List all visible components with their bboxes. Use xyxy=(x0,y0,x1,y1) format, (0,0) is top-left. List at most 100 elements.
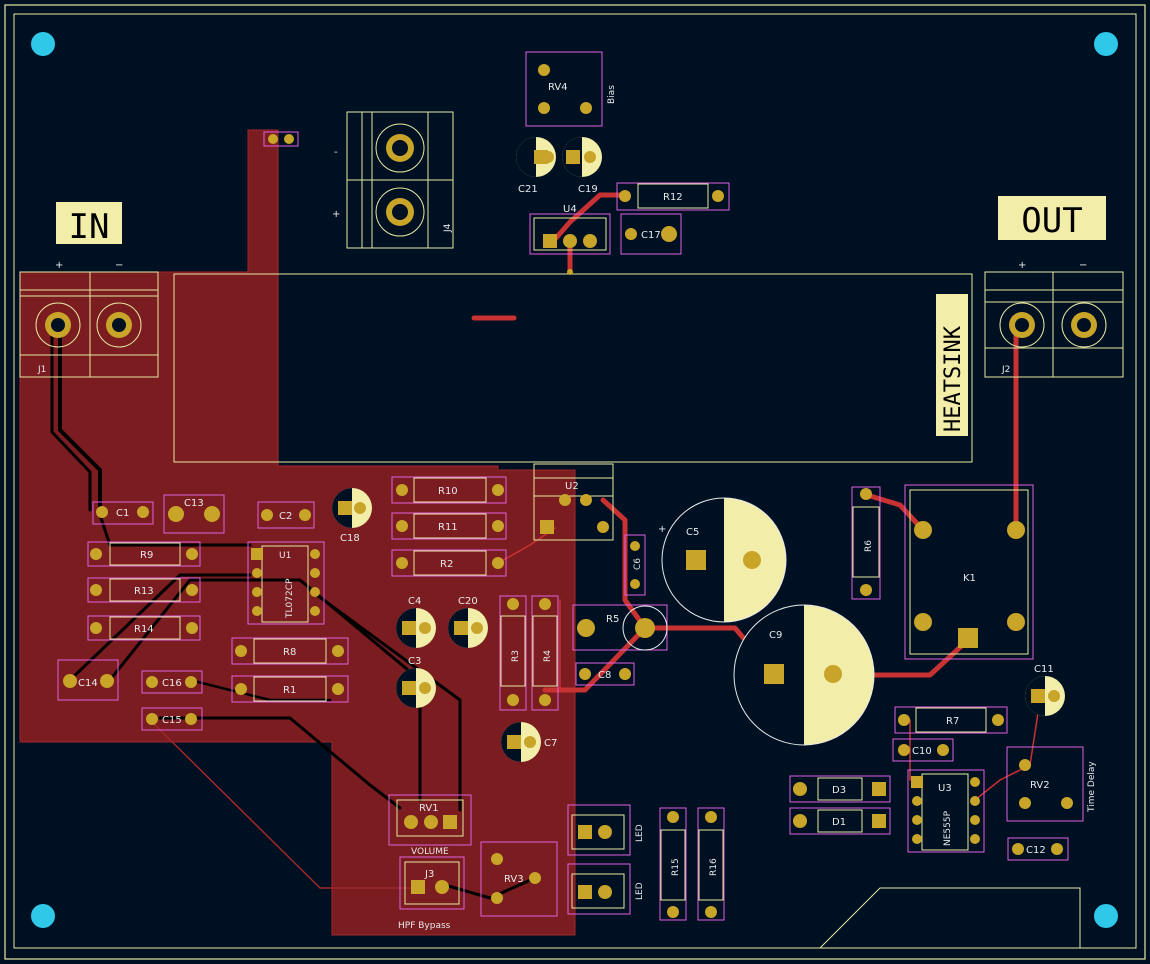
capacitor-c21[interactable]: C21 xyxy=(516,137,556,195)
resistor-r16[interactable]: R16 xyxy=(697,807,725,921)
potentiometer-rv2[interactable]: RV2 Time Delay xyxy=(1006,746,1097,822)
hpf-bypass-label: HPF Bypass xyxy=(398,921,451,931)
resistor-r1[interactable]: R1 xyxy=(231,675,349,703)
resistor-r15[interactable]: R15 xyxy=(659,807,687,921)
capacitor-c4[interactable]: C4 xyxy=(396,596,436,648)
out-label: OUT xyxy=(1021,201,1082,241)
capacitor-c10[interactable]: C10 xyxy=(892,738,954,762)
diode-d3[interactable]: D3 xyxy=(789,775,891,803)
mounting-hole-icon xyxy=(1094,32,1118,56)
svg-text:RV4: RV4 xyxy=(548,82,568,93)
relay-k1[interactable]: K1 xyxy=(904,484,1034,660)
connector-j1[interactable]: J1 xyxy=(19,271,159,378)
via xyxy=(567,269,573,275)
svg-text:R12: R12 xyxy=(663,192,683,203)
svg-text:R14: R14 xyxy=(134,624,154,635)
capacitor-c13[interactable]: C13 xyxy=(163,494,225,534)
svg-text:R15: R15 xyxy=(671,858,681,876)
heatsink-label-box xyxy=(936,294,968,436)
potentiometer-rv4[interactable]: RV4 Bias xyxy=(525,51,617,127)
svg-text:C5: C5 xyxy=(686,527,699,538)
capacitor-c8[interactable]: C8 xyxy=(575,662,635,686)
out-label-box xyxy=(998,196,1106,240)
resistor-r4[interactable]: R4 xyxy=(531,595,559,711)
capacitor-c11[interactable]: C11 xyxy=(1025,664,1065,716)
capacitor-c20[interactable]: C20 xyxy=(448,596,488,648)
ic-u3[interactable]: U3 NE555P xyxy=(907,769,985,853)
svg-text:C19: C19 xyxy=(578,184,598,195)
resistor-r8[interactable]: R8 xyxy=(231,637,349,665)
in-label: IN xyxy=(69,207,110,247)
capacitor-c17[interactable]: C17 xyxy=(620,213,682,255)
header-top[interactable] xyxy=(263,131,299,147)
capacitor-c9[interactable]: C9 xyxy=(733,604,875,746)
connector-j2[interactable]: J2 xyxy=(984,271,1124,378)
diode-d1[interactable]: D1 xyxy=(789,807,891,835)
heatsink-label: HEATSINK xyxy=(941,325,966,432)
svg-text:R4: R4 xyxy=(543,650,553,662)
heatsink-outline xyxy=(173,273,973,463)
resistor-r12[interactable]: R12 xyxy=(616,182,730,211)
svg-text:-: - xyxy=(334,147,338,158)
svg-text:C13: C13 xyxy=(184,498,204,509)
capacitor-c16[interactable]: C16 xyxy=(141,670,203,694)
capacitor-c19[interactable]: C19 xyxy=(562,137,602,195)
resistor-r9[interactable]: R9 xyxy=(87,541,201,567)
svg-text:TL072CP: TL072CP xyxy=(285,578,295,619)
in-minus: − xyxy=(115,260,123,271)
resistor-r13[interactable]: R13 xyxy=(87,577,201,603)
resistor-r7[interactable]: R7 xyxy=(894,706,1008,734)
capacitor-c12[interactable]: C12 xyxy=(1007,837,1069,861)
svg-text:RV2: RV2 xyxy=(1030,780,1050,791)
capacitor-c15[interactable]: C15 xyxy=(141,707,203,731)
svg-text:C2: C2 xyxy=(279,511,292,522)
potentiometer-rv3[interactable]: RV3 xyxy=(480,841,558,917)
svg-text:R8: R8 xyxy=(283,647,296,658)
svg-text:R2: R2 xyxy=(440,559,453,570)
tracks xyxy=(50,192,1041,900)
regulator-u4[interactable]: U4 xyxy=(529,204,611,255)
capacitor-c18[interactable]: C18 xyxy=(332,488,372,544)
svg-text:C14: C14 xyxy=(78,678,98,689)
capacitor-c1[interactable]: C1 xyxy=(92,501,154,525)
svg-text:R16: R16 xyxy=(709,858,719,876)
transistor-u2[interactable]: U2 xyxy=(533,463,614,541)
resistor-r14[interactable]: R14 xyxy=(87,615,201,641)
mounting-hole-icon xyxy=(31,904,55,928)
svg-text:R13: R13 xyxy=(134,586,154,597)
svg-text:C20: C20 xyxy=(458,596,478,607)
capacitor-c7[interactable]: C7 xyxy=(501,722,557,762)
resistor-r2[interactable]: R2 xyxy=(391,549,507,577)
svg-text:J3: J3 xyxy=(424,869,434,880)
svg-text:C6: C6 xyxy=(633,558,643,570)
svg-text:VOLUME: VOLUME xyxy=(411,847,449,857)
resistor-r10[interactable]: R10 xyxy=(391,476,507,504)
capacitor-c5[interactable]: C5 + xyxy=(658,497,787,623)
resistor-r11[interactable]: R11 xyxy=(391,512,507,540)
resistor-r6[interactable]: R6 xyxy=(851,486,881,600)
svg-text:J4: J4 xyxy=(443,223,453,233)
capacitor-c3[interactable]: C3 xyxy=(396,656,436,708)
led-1[interactable]: LED xyxy=(567,804,645,856)
ic-u1[interactable]: U1 TL072CP xyxy=(247,541,325,625)
svg-text:J1: J1 xyxy=(37,365,46,375)
svg-text:C1: C1 xyxy=(116,508,129,519)
resistor-r3[interactable]: R3 xyxy=(499,595,527,711)
capacitor-c14[interactable]: C14 xyxy=(57,659,119,701)
svg-text:C21: C21 xyxy=(518,184,538,195)
jumper-j3[interactable]: J3 xyxy=(399,856,465,910)
svg-text:C18: C18 xyxy=(340,533,360,544)
out-minus: − xyxy=(1079,260,1087,271)
svg-text:C10: C10 xyxy=(912,746,932,757)
connector-j4[interactable]: - + J4 xyxy=(332,111,454,249)
svg-text:U3: U3 xyxy=(938,783,952,794)
capacitor-c6[interactable]: C6 xyxy=(624,534,646,596)
capacitor-c2[interactable]: C2 xyxy=(257,501,315,529)
potentiometer-rv1-volume[interactable]: RV1 VOLUME xyxy=(388,794,472,857)
svg-text:C8: C8 xyxy=(598,670,611,681)
mounting-hole-icon xyxy=(31,32,55,56)
svg-text:D1: D1 xyxy=(832,817,846,828)
led-2[interactable]: LED xyxy=(567,863,645,915)
resistor-r5[interactable]: R5 xyxy=(572,604,668,651)
